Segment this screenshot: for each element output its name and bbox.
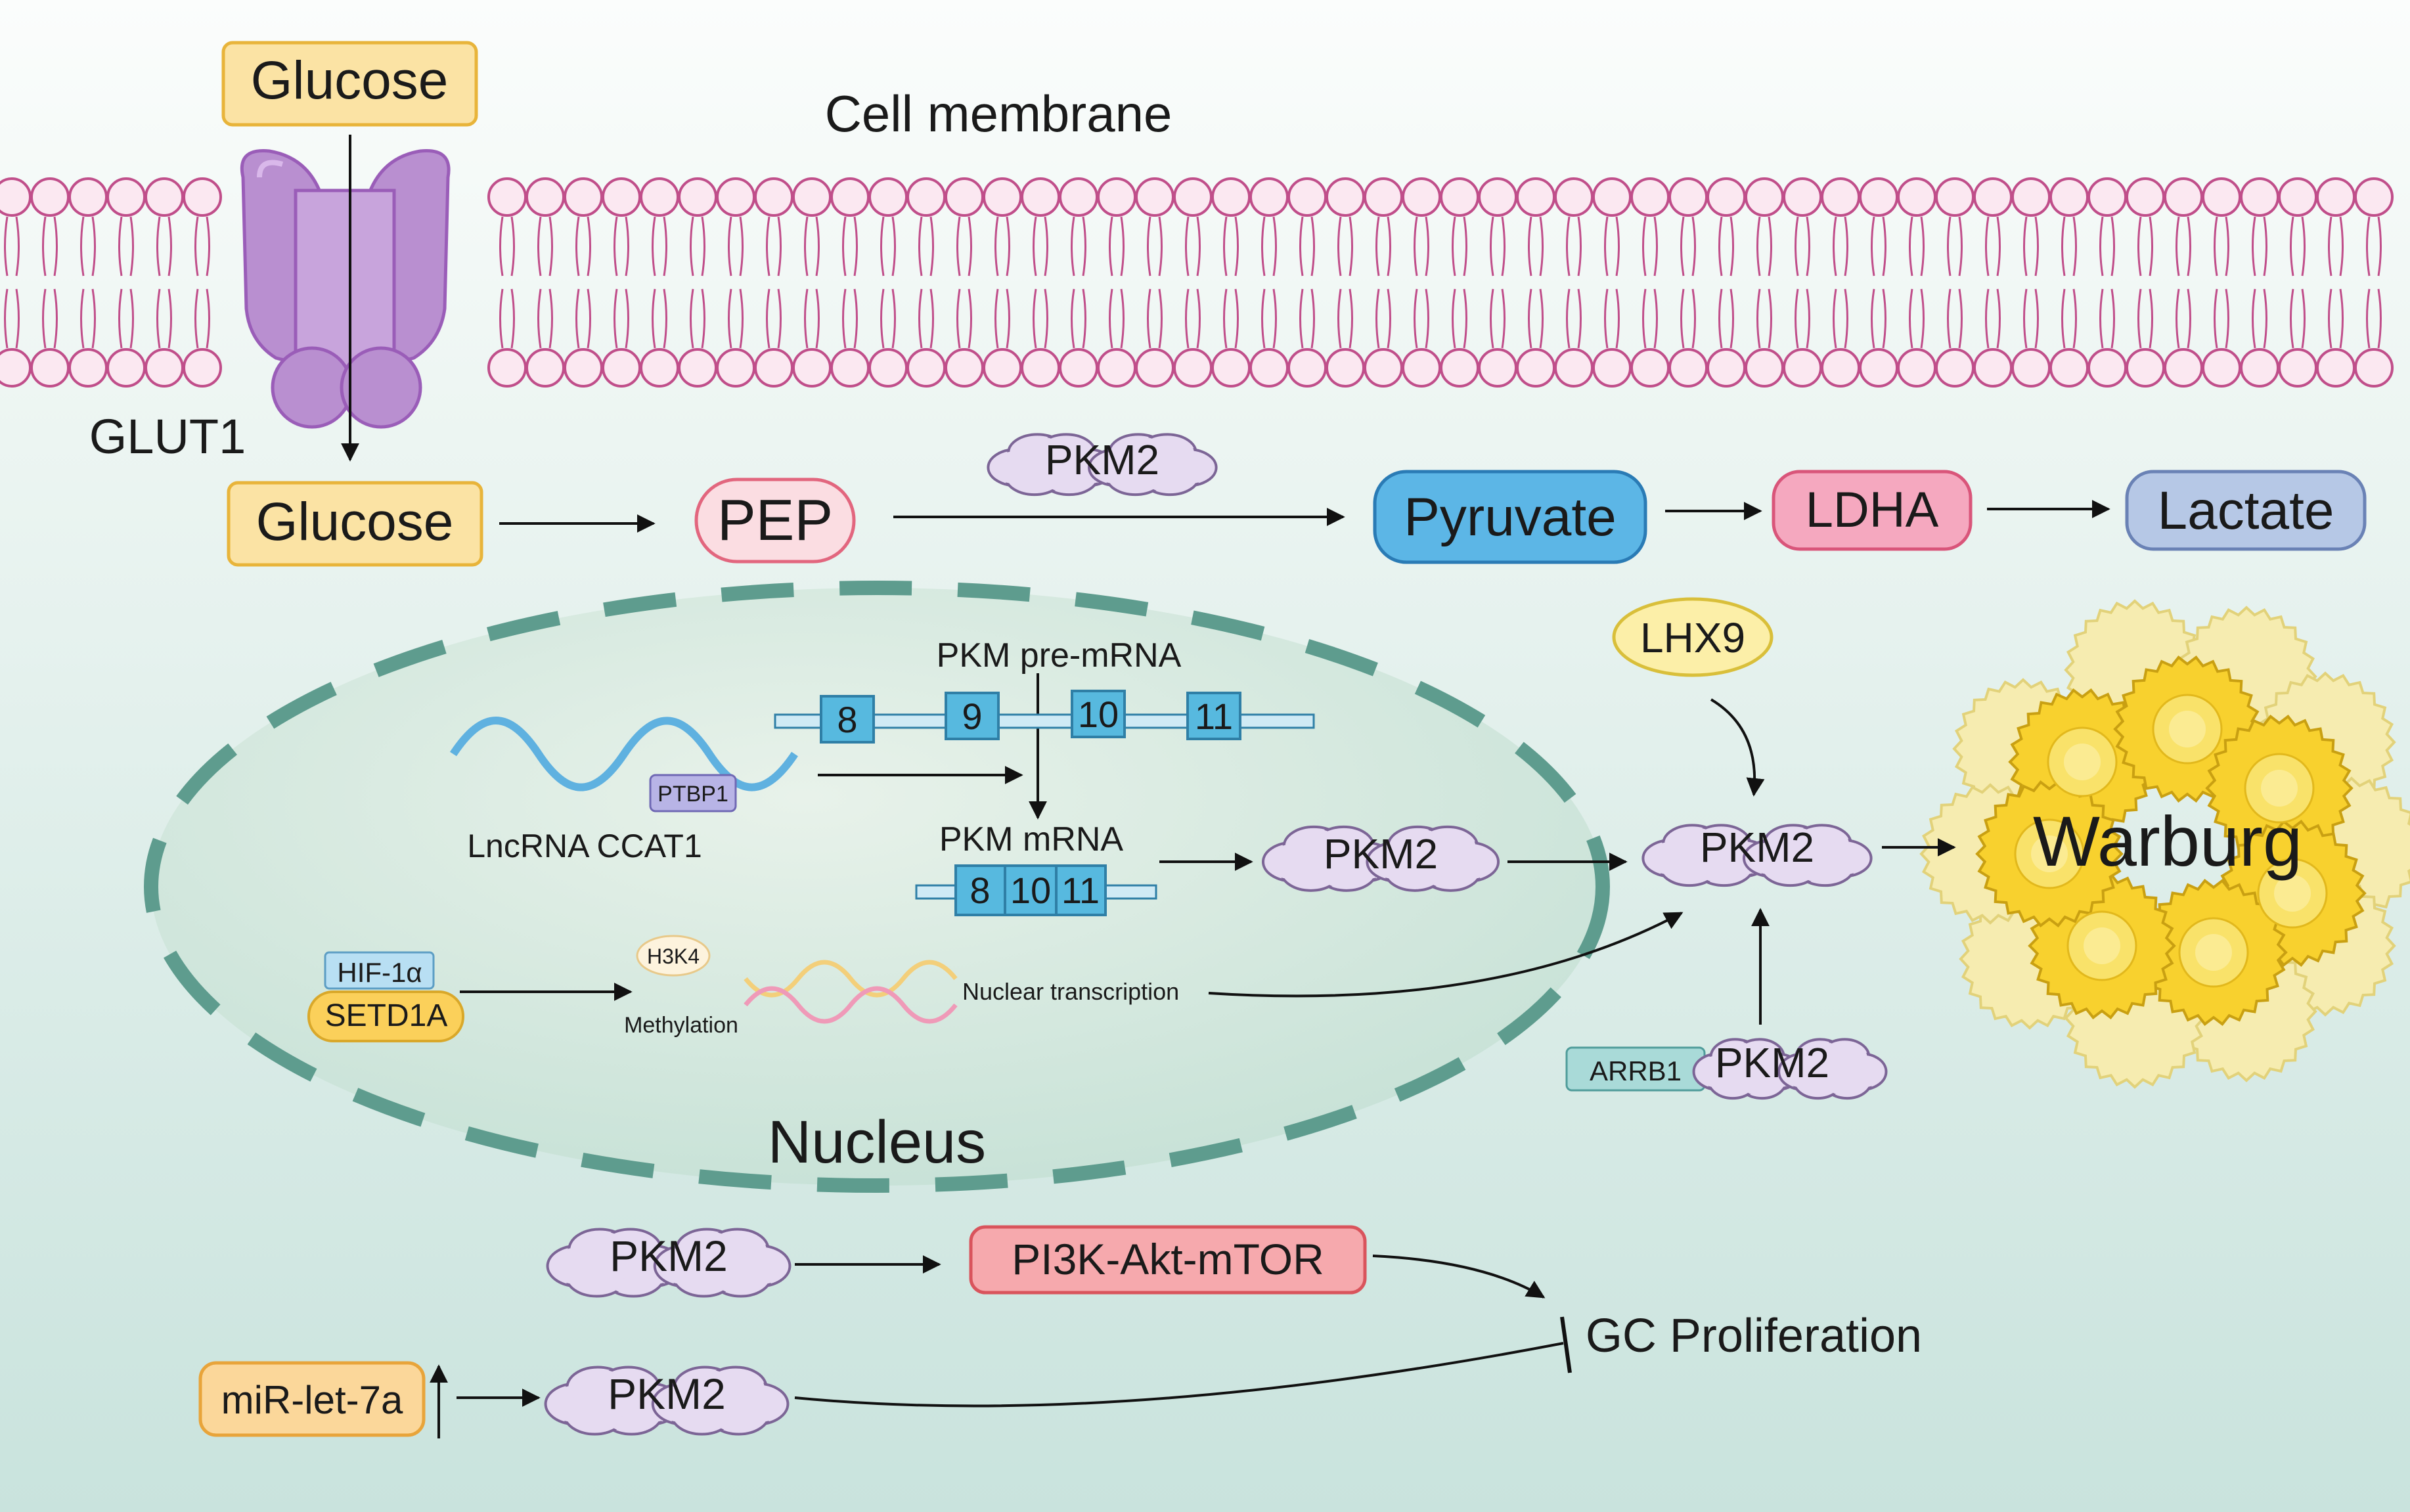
pi3k-akt-mtor-label: PI3K-Akt-mTOR — [1012, 1235, 1324, 1283]
exon-8-box — [820, 695, 875, 744]
glut1-label: GLUT1 — [89, 409, 246, 464]
gc-proliferation-label: GC Proliferation — [1586, 1310, 1922, 1362]
hif1a-label: HIF-1α — [337, 957, 422, 988]
mrna-exon-10-label: 10 — [1010, 870, 1051, 911]
nuclear-transcription-label: Nuclear transcription — [962, 978, 1179, 1005]
methylation-label: Methylation — [624, 1013, 738, 1038]
ldha-node — [1772, 470, 1973, 551]
exon-10-box — [1071, 690, 1126, 738]
hif1a-badge — [324, 951, 435, 990]
pkm2-pi3k-cloud-icon — [546, 1228, 792, 1298]
setd1a-pill — [307, 990, 464, 1042]
arrb1-label: ARRB1 — [1590, 1056, 1682, 1086]
dna-helix-icon — [744, 960, 958, 1024]
h3k4-label: H3K4 — [647, 945, 700, 968]
cell-membrane-bilayer — [0, 177, 2394, 388]
arrow-pi3k-proliferation — [1372, 1255, 1546, 1299]
lactate-label: Lactate — [2158, 481, 2334, 541]
pkm2-glycolysis-cloud-icon — [987, 433, 1218, 497]
exon-11-label: 11 — [1195, 696, 1233, 737]
exon-9-box — [945, 692, 1000, 740]
exon-8-label: 8 — [837, 699, 857, 740]
warburg-label: Warburg — [2033, 801, 2302, 881]
cell-membrane-label: Cell membrane — [825, 85, 1172, 143]
pkm2-central-label: PKM2 — [1700, 824, 1814, 871]
pkm2-nuclear-label: PKM2 — [1324, 830, 1438, 878]
mir-let7a-label: miR-let-7a — [221, 1378, 403, 1422]
setd1a-label: SETD1A — [325, 998, 448, 1033]
pep-label: PEP — [717, 487, 833, 552]
ldha-label: LDHA — [1806, 482, 1939, 538]
glucose-outside-label: Glucose — [251, 51, 449, 110]
pkm2-arrb1-cloud-icon — [1692, 1038, 1888, 1100]
mir-let7a-node — [198, 1361, 426, 1437]
mrna-exon-8-label: 8 — [970, 870, 990, 911]
exon-9-label: 9 — [962, 696, 982, 737]
pkm-pre-mrna-label: PKM pre-mRNA — [937, 636, 1182, 675]
h3k4-badge — [636, 935, 711, 977]
pkm2-glycolysis-label: PKM2 — [1045, 436, 1159, 483]
glut1-transporter-icon — [240, 149, 451, 429]
exon-10-label: 10 — [1078, 694, 1119, 735]
pyruvate-node — [1373, 470, 1647, 564]
lhx9-label: LHX9 — [1640, 614, 1745, 661]
lactate-node — [2125, 470, 2367, 551]
glucose-inside-node — [227, 481, 483, 567]
lhx9-node — [1612, 597, 1774, 677]
arrow-lhx9-pkm2 — [1710, 698, 1765, 797]
inhibition-pkm2-proliferation — [794, 1342, 1564, 1408]
glucose-inside-label: Glucose — [256, 492, 454, 552]
ptbp1-badge — [649, 774, 737, 812]
pkm-pre-mrna — [774, 690, 1315, 744]
pkm-mrna-label: PKM mRNA — [939, 820, 1124, 858]
pkm2-pi3k-label: PKM2 — [610, 1232, 728, 1280]
connectors — [341, 135, 2110, 1438]
pkm2-arrb1-label: PKM2 — [1715, 1039, 1829, 1086]
lncrna-ccat1-label: LncRNA CCAT1 — [467, 828, 702, 864]
exon-11-box — [1186, 692, 1241, 740]
ptbp1-label: PTBP1 — [658, 782, 728, 807]
warburg-tumor-cluster-icon — [1919, 599, 2410, 1089]
pkm2-mir-label: PKM2 — [608, 1369, 726, 1418]
mrna-exon-11-label: 11 — [1061, 870, 1100, 911]
pep-node — [694, 478, 856, 564]
inhibition-bar — [1560, 1316, 1572, 1373]
pkm2-mir-cloud-icon — [544, 1366, 790, 1436]
pkm2-nuclear-cloud-icon — [1261, 825, 1500, 892]
pi3k-akt-mtor-node — [969, 1225, 1367, 1295]
arrow-transcription-pkm2 — [1208, 912, 1684, 998]
nucleus-label: Nucleus — [768, 1109, 986, 1176]
glucose-outside-node — [221, 41, 478, 127]
pyruvate-label: Pyruvate — [1404, 487, 1617, 547]
pkm-mrna — [915, 864, 1157, 916]
pkm2-central-cloud-icon — [1641, 824, 1873, 887]
nucleus-envelope — [144, 581, 1610, 1193]
